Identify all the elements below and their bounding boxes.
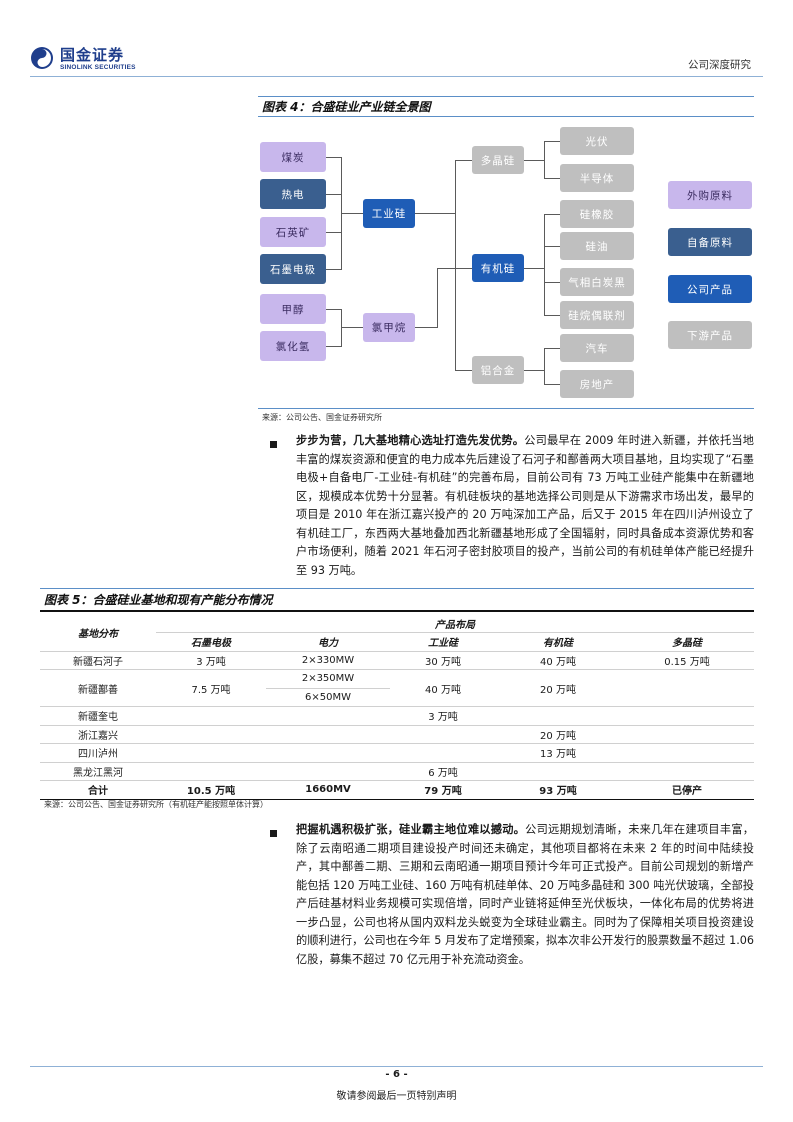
figure4-top-rule (258, 96, 754, 97)
table-header-base: 基地分布 (40, 614, 156, 652)
legend-self-supplied: 自备原料 (668, 228, 752, 256)
downstream-silicone-rubber: 硅橡胶 (560, 200, 634, 228)
paragraph-lead: 步步为营，几大基地精心选址打造先发优势。 (296, 434, 525, 447)
capacity-table: 基地分布 产品布局 石墨电极 电力 工业硅 有机硅 多晶硅 新疆石河子 3 万吨… (40, 614, 754, 800)
table-total-row: 合计 10.5 万吨 1660MV 79 万吨 93 万吨 已停产 (40, 780, 754, 800)
paragraph-expansion: 把握机遇积极扩张，硅业霸主地位难以撼动。公司远期规划清晰，未来几年在建项目丰富，… (296, 821, 754, 969)
legend-downstream-product: 下游产品 (668, 321, 752, 349)
downstream-real-estate: 房地产 (560, 370, 634, 398)
col-industrial-silicon: 工业硅 (390, 632, 496, 652)
table-row: 黑龙江黑河 6 万吨 (40, 762, 754, 781)
downstream-silicone-oil: 硅油 (560, 232, 634, 260)
table-row-sub: 6×50MW (40, 688, 754, 707)
input-hcl: 氯化氢 (260, 331, 326, 361)
figure5-title-rule (40, 610, 754, 612)
paragraph-base-layout: 步步为营，几大基地精心选址打造先发优势。公司最早在 2009 年时进入新疆，并依… (296, 432, 754, 580)
col-power: 电力 (266, 632, 390, 652)
table-column-headers: 石墨电极 电力 工业硅 有机硅 多晶硅 (40, 632, 754, 652)
table-row: 新疆奎屯 3 万吨 (40, 706, 754, 726)
col-polysilicon: 多晶硅 (620, 632, 754, 652)
node-chloromethane: 氯甲烷 (363, 313, 415, 342)
report-type-label: 公司深度研究 (688, 59, 751, 71)
downstream-pv: 光伏 (560, 127, 634, 155)
col-graphite: 石墨电极 (156, 632, 266, 652)
figure4-title-rule (258, 116, 754, 117)
figure4-bottom-rule (258, 408, 754, 409)
input-coal: 煤炭 (260, 142, 326, 172)
input-quartz: 石英矿 (260, 217, 326, 247)
input-methanol: 甲醇 (260, 294, 326, 324)
footer-divider (30, 1066, 763, 1067)
table-row: 新疆石河子 3 万吨 2×330MW 30 万吨 40 万吨 0.15 万吨 (40, 651, 754, 670)
node-polysilicon: 多晶硅 (472, 146, 524, 174)
table-row: 浙江嘉兴 20 万吨 (40, 725, 754, 744)
disclaimer-link[interactable]: 敬请参阅最后一页特别声明 (336, 1091, 457, 1102)
input-graphite-electrode: 石墨电极 (260, 254, 326, 284)
legend-purchased: 外购原料 (668, 181, 752, 209)
header-divider (30, 76, 763, 77)
figure4-source: 来源：公司公告、国金证券研究所 (262, 413, 382, 422)
bullet-icon (270, 830, 277, 837)
figure5-top-rule (40, 588, 754, 589)
figure4-title: 图表 4：合盛硅业产业链全景图 (262, 100, 431, 114)
node-aluminum-alloy: 铝合金 (472, 356, 524, 384)
downstream-semiconductor: 半导体 (560, 164, 634, 192)
node-organic-silicon: 有机硅 (472, 254, 524, 282)
figure5-title: 图表 5：合盛硅业基地和现有产能分布情况 (44, 593, 273, 607)
paragraph-body: 公司最早在 2009 年时进入新疆，并依托当地丰富的煤炭资源和便宜的电力成本先后… (296, 434, 754, 577)
bullet-icon (270, 441, 277, 448)
downstream-silane-coupling: 硅烷偶联剂 (560, 301, 634, 329)
page-number: - 6 - (385, 1069, 408, 1080)
col-organic-silicon: 有机硅 (496, 632, 620, 652)
table-row: 新疆鄯善 7.5 万吨 2×350MW 40 万吨 20 万吨 (40, 669, 754, 707)
brand-name-cn: 国金证券 (60, 46, 125, 64)
paragraph-lead: 把握机遇积极扩张，硅业霸主地位难以撼动。 (296, 823, 526, 836)
figure5-source: 来源：公司公告、国金证券研究所（有机硅产能按照单体计算） (44, 800, 268, 809)
brand-name-en: SINOLINK SECURITIES (60, 64, 136, 71)
legend-company-product: 公司产品 (668, 275, 752, 303)
downstream-fumed-silica: 气相白炭黑 (560, 268, 634, 296)
input-thermal-power: 热电 (260, 179, 326, 209)
table-row: 四川泸州 13 万吨 (40, 743, 754, 763)
node-industrial-silicon: 工业硅 (363, 199, 415, 228)
paragraph-body: 公司远期规划清晰，未来几年在建项目丰富，除了云南昭通二期项目建设投产时间还未确定… (296, 823, 754, 966)
table-header-group: 产品布局 (156, 614, 754, 633)
downstream-automobile: 汽车 (560, 334, 634, 362)
sinolink-logo-icon (31, 47, 53, 69)
